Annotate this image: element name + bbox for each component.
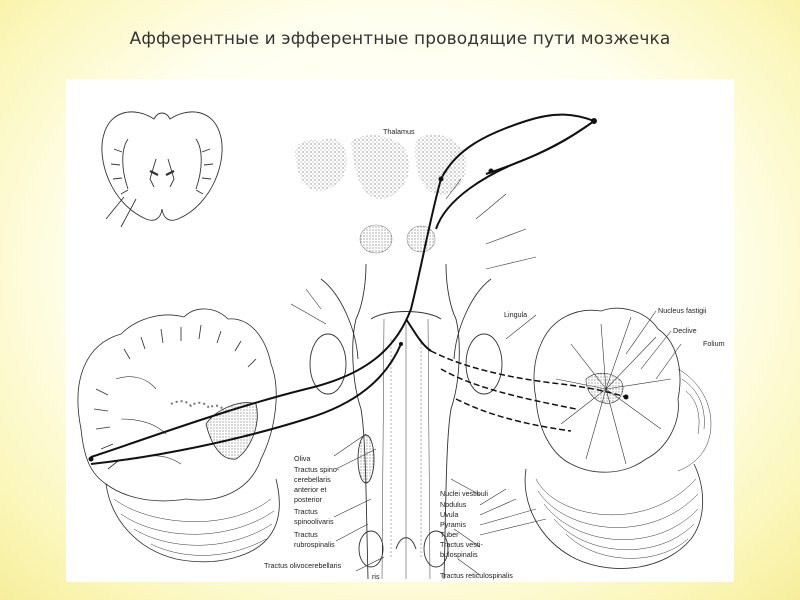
pathway-nodes	[88, 118, 629, 462]
label-tractus-spinocerebellaris-4: posterior	[294, 495, 323, 504]
leader-lines	[290, 178, 682, 576]
label-tractus-spinoolivaris-2: spinoolivaris	[294, 517, 334, 526]
label-tractus-reticulospinalis: Tractus reticulospinalis	[440, 571, 513, 580]
inset-cerebellum	[101, 111, 223, 228]
pathway-diagram: Thalamus	[77, 111, 725, 581]
label-tractus-olivocerebellaris: Tractus olivocerebellaris	[264, 561, 342, 570]
label-tuber: Tuber	[440, 530, 459, 539]
label-ris: ris	[372, 572, 380, 581]
label-tractus-spinoolivaris-1: Tractus	[294, 507, 318, 516]
labels-right-bottom: Nuclei vestibuli Nodulus Uvula Pyramis T…	[440, 489, 513, 580]
pathways	[90, 113, 595, 465]
pathways-dashed	[430, 350, 627, 432]
label-nucleus-fastigii: Nucleus fastigii	[658, 306, 707, 315]
label-tractus-spinocerebellaris-2: cerebellaris	[294, 475, 331, 484]
label-tractus-vestibulospinalis-2: bulospinalis	[440, 550, 478, 559]
label-folium: Folium	[703, 339, 725, 348]
label-oliva: Oliva	[294, 454, 310, 463]
left-cerebellum	[77, 308, 280, 563]
labels-right-top: Lingula Nucleus fastigii Declive Folium	[504, 306, 725, 348]
label-nuclei-vestibuli: Nuclei vestibuli	[440, 489, 488, 498]
thalamus-region	[295, 134, 467, 254]
label-pyramis: Pyramis	[440, 520, 466, 529]
labels-left: Oliva Tractus spino- cerebellaris anteri…	[264, 454, 380, 581]
label-thalamus: Thalamus	[383, 127, 415, 136]
label-tractus-vestibulospinalis-1: Tractus vesti-	[440, 540, 483, 549]
label-declive: Declive	[673, 326, 697, 335]
slide-title: Афферентные и эфферентные проводящие пут…	[129, 29, 671, 49]
label-tractus-rubrospinalis-2: rubrospinalis	[294, 540, 335, 549]
label-tractus-spinocerebellaris-1: Tractus spino-	[294, 465, 340, 474]
label-tractus-spinocerebellaris-3: anterior et	[294, 485, 326, 494]
right-cerebellum	[524, 307, 712, 569]
label-uvula: Uvula	[440, 510, 458, 519]
label-tractus-rubrospinalis-1: Tractus	[294, 530, 318, 539]
cerebellar-pathways-figure: Thalamus	[66, 79, 734, 582]
label-lingula: Lingula	[504, 310, 527, 319]
label-nodulus: Nodulus	[440, 500, 467, 509]
brainstem	[309, 263, 503, 580]
